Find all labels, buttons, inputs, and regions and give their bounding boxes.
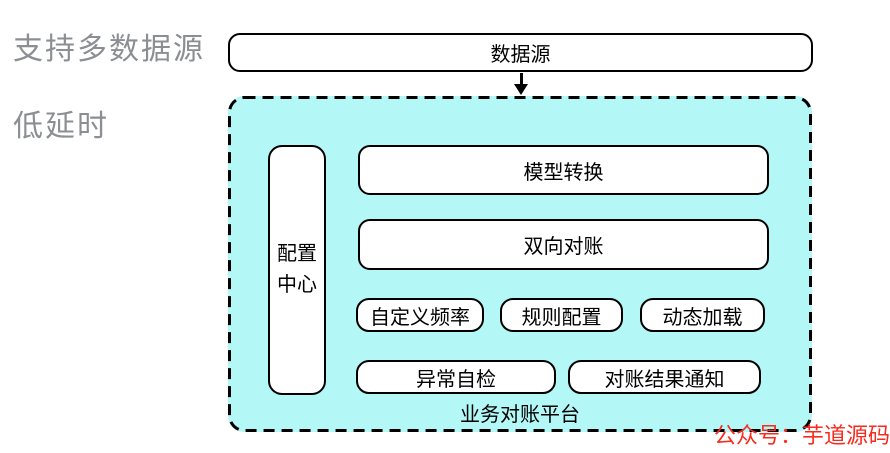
config-center-line1: 配置	[277, 243, 317, 265]
arrow-down-icon	[514, 84, 528, 95]
custom-frequency-box: 自定义频率	[356, 298, 484, 332]
config-center-box: 配置 中心	[268, 145, 326, 395]
exception-self-check-box: 异常自检	[356, 360, 556, 394]
watermark: 公众号：芋道源码	[714, 423, 890, 448]
config-center-line2: 中心	[277, 274, 317, 296]
flow-arrow-line	[520, 73, 523, 86]
model-transform-box: 模型转换	[358, 145, 769, 195]
platform-container: 配置 中心 模型转换 双向对账 自定义频率 规则配置 动态加载 异常自检 对账结…	[228, 96, 812, 432]
note-low-latency: 低延时	[13, 110, 109, 143]
two-way-reconciliation-box: 双向对账	[358, 219, 769, 270]
note-multi-datasource: 支持多数据源	[13, 33, 205, 66]
platform-title: 业务对账平台	[460, 404, 580, 426]
data-source-box: 数据源	[228, 33, 813, 72]
reconciliation-result-notice-box: 对账结果通知	[568, 360, 761, 394]
dynamic-load-box: 动态加载	[640, 298, 765, 332]
rule-config-box: 规则配置	[500, 298, 623, 332]
